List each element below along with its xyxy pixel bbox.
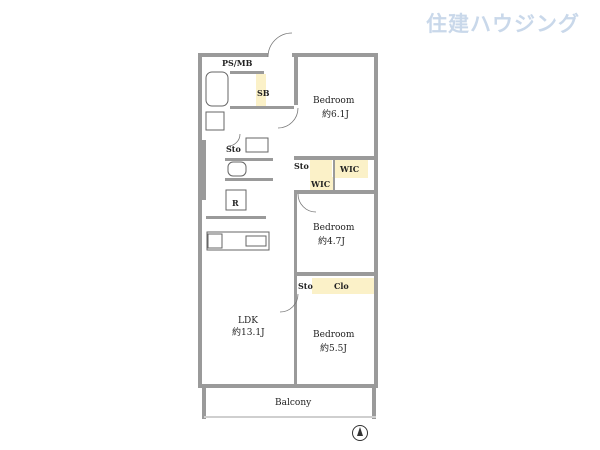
brand-logo: 住建ハウジング [426,12,580,36]
bedroom1-size: 約6.1J [322,110,349,120]
walls [198,53,378,419]
ps-mb-label: PS/MB [222,58,253,68]
balcony-rail [204,416,376,418]
refrigerator-space [225,189,247,211]
wic-upper-label: WIC [340,164,360,174]
toilet [227,161,247,177]
sto-bath-label: Sto [226,144,241,154]
clo-fill [312,278,374,294]
ldk-name: LDK [238,316,258,326]
wic-upper-fill [334,160,368,178]
balcony-label: Balcony [275,398,312,408]
stove-icon [207,233,223,249]
door-swings [227,32,317,313]
washbasin [245,137,269,153]
north-arrow-icon [352,425,368,441]
sink [245,235,267,247]
bedroom2-size: 約4.7J [318,237,345,247]
bedroom3-name: Bedroom [313,330,355,340]
sto-hall-label: Sto [294,161,309,171]
wic-lower-label: WIC [311,179,331,189]
bedroom3-size: 約5.5J [320,344,347,354]
wic-lower-fill [310,177,334,193]
sb-fill [256,74,266,106]
bedroom2-name: Bedroom [313,223,355,233]
sto-hall-fill [310,160,332,178]
sto-lower-label: Sto [298,281,313,291]
bathtub [205,71,229,107]
bedroom1-name: Bedroom [313,96,355,106]
washing-machine-space [205,111,225,131]
sb-label: SB [257,88,270,98]
clo-label: Clo [334,281,349,291]
r-label: R [232,198,239,208]
kitchen-counter [206,231,270,251]
ldk-size: 約13.1J [232,328,265,338]
